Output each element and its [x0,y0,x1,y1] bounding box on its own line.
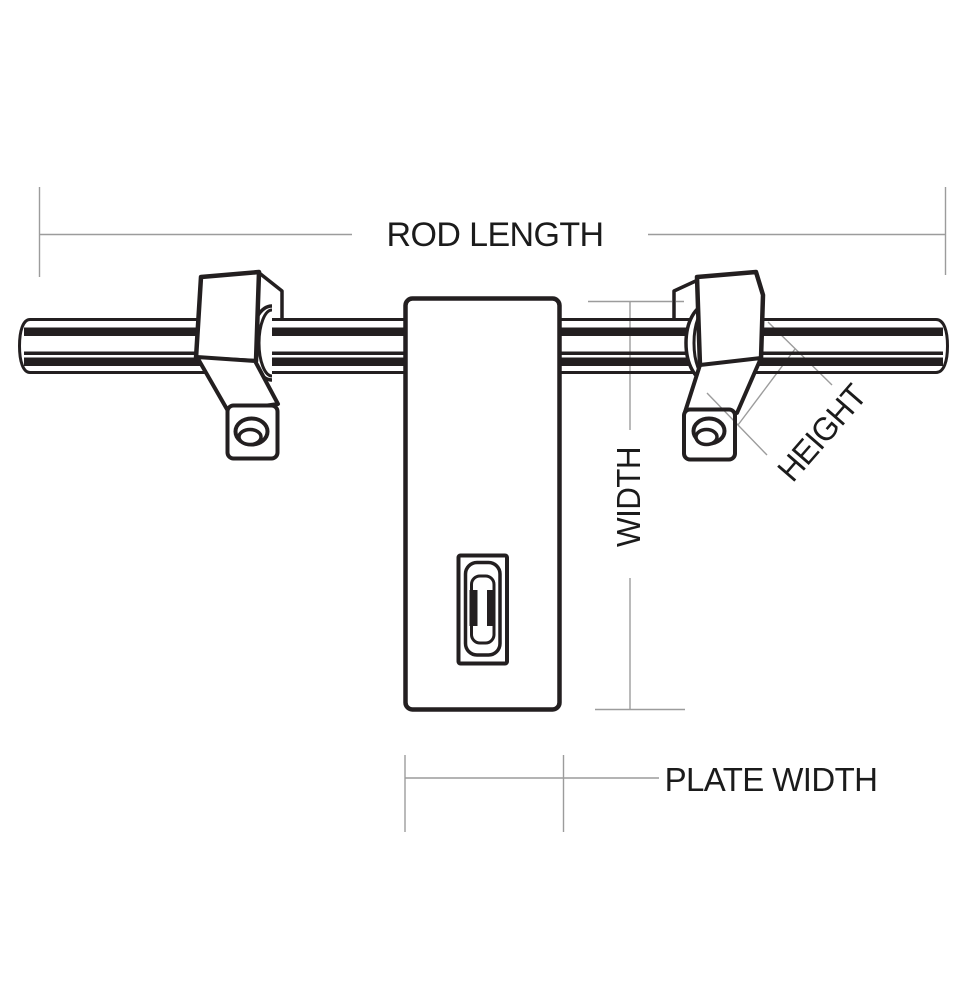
width-dimension [588,300,685,711]
slot-side-bar [487,590,495,626]
plate-width-label: PLATE WIDTH [664,761,878,798]
right-screw-hole-inner [694,427,719,447]
rod-length-dimension [38,187,947,277]
right-bracket-neck [683,356,763,415]
latch-plate [403,296,562,712]
right-bracket-body [694,269,766,369]
left-bracket-body [193,269,262,364]
rod-length-label: ROD LENGTH [386,216,605,254]
left-screw-hole-inner [237,427,263,447]
plate-width-dimension [404,755,659,832]
slot-side-bar [469,590,478,626]
left-bracket [193,269,280,461]
width-label: WIDTH [610,447,647,547]
left-bracket-neck [195,355,280,413]
plate-slot [456,553,509,666]
right-bracket [682,269,766,462]
height-dimension [706,321,833,456]
